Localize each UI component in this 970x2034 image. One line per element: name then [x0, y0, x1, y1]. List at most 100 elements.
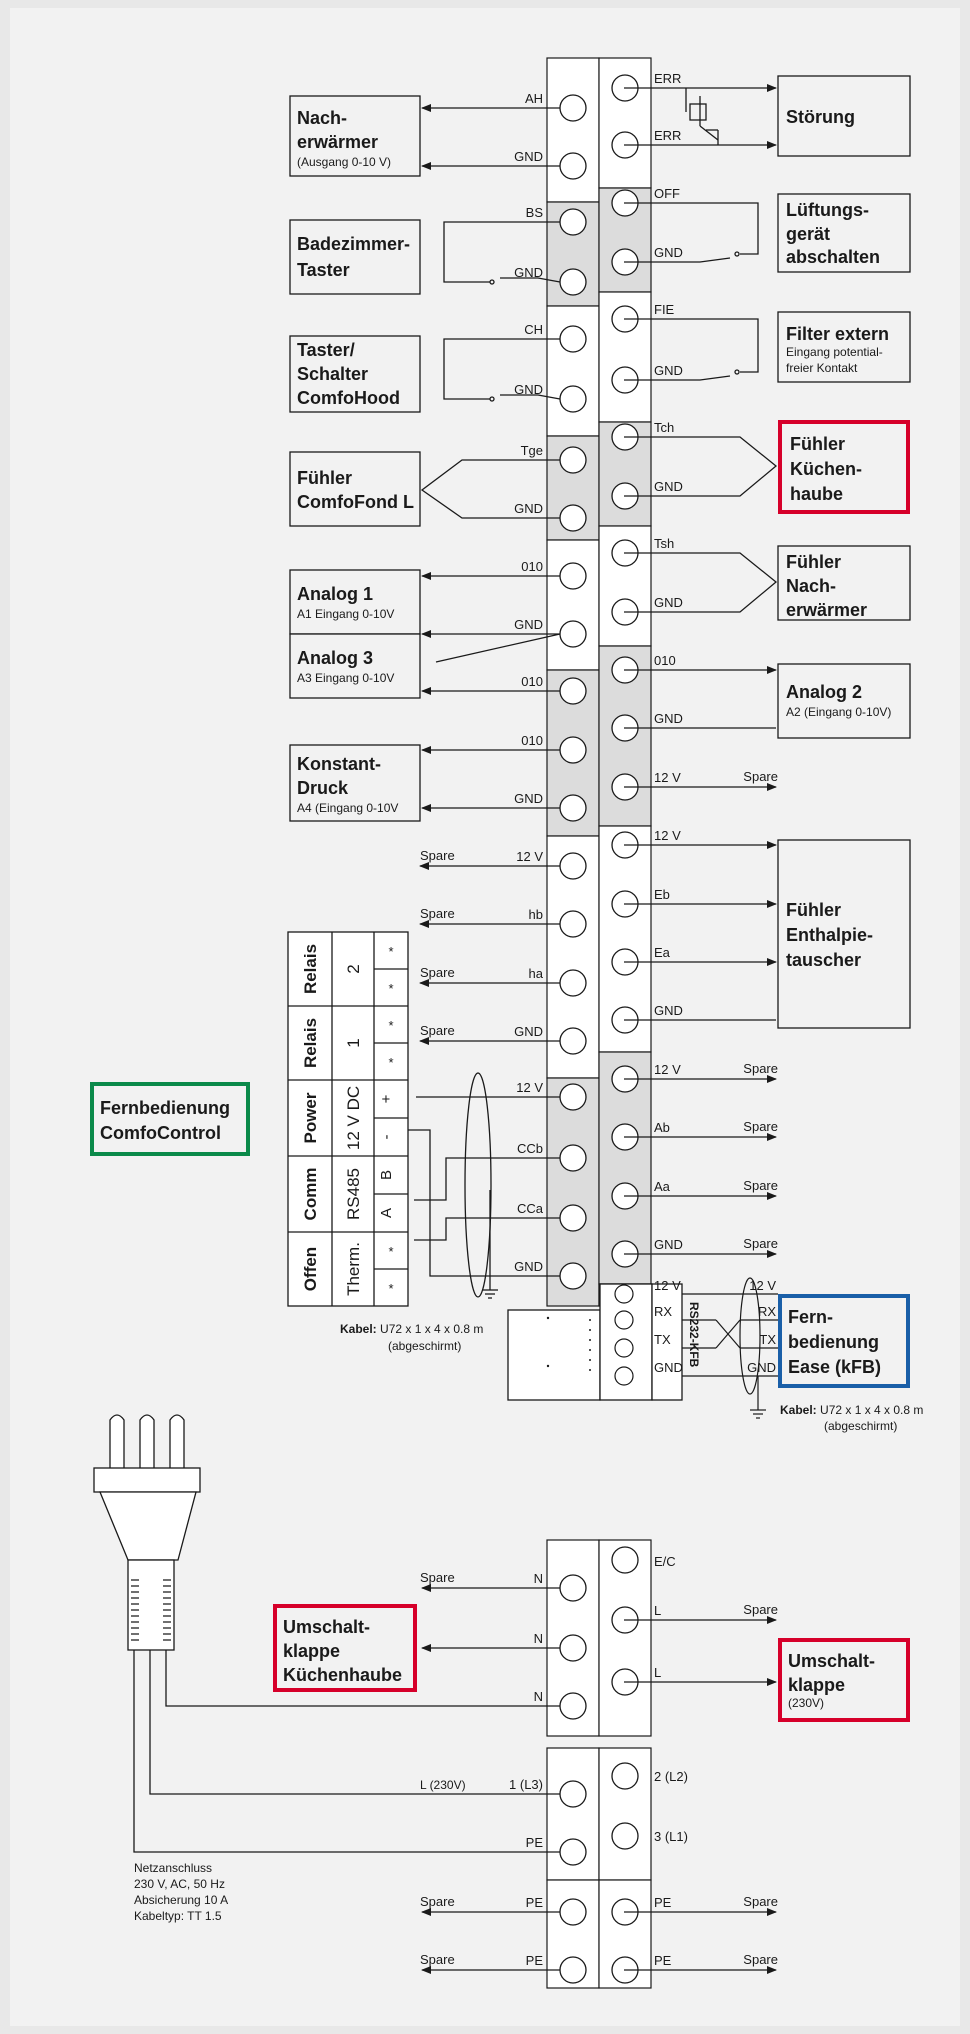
right-pin-label: GND	[654, 363, 683, 378]
left-terminal-screw	[559, 504, 587, 532]
right-pin-label: GND	[654, 479, 683, 494]
filter-title: Filter extern	[786, 324, 889, 344]
fnach-title-2: Nach-	[786, 576, 836, 596]
kfb-connector	[507, 1283, 683, 1401]
table-pin-label: *	[388, 1244, 393, 1259]
supply-left-label: 1 (L3)	[509, 1777, 543, 1792]
kfb-terminal-screw	[614, 1338, 634, 1358]
power-right-spare-label: Spare	[743, 1894, 778, 1909]
table-group-label: Comm	[301, 1168, 320, 1221]
cable-right-text: U72 x 1 x 4 x 0.8 m	[817, 1403, 924, 1417]
mains-plug-icon	[93, 1414, 201, 1651]
konstant-druck-box	[289, 744, 421, 822]
netz-line-2: 230 V, AC, 50 Hz	[134, 1877, 225, 1891]
left-terminal-screw	[559, 268, 587, 296]
kfb-pin-block	[651, 1283, 683, 1401]
enthalpie-title-2: Enthalpie-	[786, 925, 873, 945]
enthalpie-box	[777, 839, 911, 1029]
left-pin-label: 010	[521, 733, 543, 748]
umschalt-left-2: klappe	[283, 1641, 340, 1661]
fuehler-comfofond-box	[289, 451, 421, 527]
kfb-plug-dot	[589, 1329, 591, 1331]
kfb-pin-label: 12 V	[654, 1278, 681, 1293]
kfb-terminal-screw	[614, 1366, 634, 1386]
left-pin-label: 12 V	[516, 1080, 543, 1095]
left-terminal-screw	[559, 1027, 587, 1055]
kfb-pin-label: RX	[654, 1304, 672, 1319]
kfb-terminal-screw	[614, 1310, 634, 1330]
left-terminal-screw	[559, 1204, 587, 1232]
fuehler-fond-title-1: Fühler	[297, 468, 352, 488]
left-pin-label: GND	[514, 382, 543, 397]
kuechenhaube-title-3: haube	[790, 484, 843, 504]
power-wiring	[133, 1584, 777, 1974]
taster-title-1: Taster/	[297, 340, 355, 360]
right-pin-label: 12 V	[654, 770, 681, 785]
ease-title-1: Fern-	[788, 1307, 833, 1327]
stoerung-title: Störung	[786, 107, 855, 127]
left-pin-label: 010	[521, 674, 543, 689]
right-pin-label: GND	[654, 1237, 683, 1252]
left-spare-label: Spare	[420, 965, 455, 980]
kfb-plug-housing	[507, 1309, 601, 1401]
right-pin-label: Ea	[654, 945, 671, 960]
kfb-remote-pin-label: 12 V	[749, 1278, 776, 1293]
kfb-plug-dot	[546, 1316, 550, 1320]
left-pin-label: AH	[525, 91, 543, 106]
left-terminal-screw	[559, 1144, 587, 1172]
fernbedienung-control-box	[90, 1082, 250, 1156]
left-terminal-screw	[559, 1083, 587, 1111]
kfb-pin-label: TX	[654, 1332, 671, 1347]
left-spare-label: Spare	[420, 906, 455, 921]
netz-line-4: Kabeltyp: TT 1.5	[134, 1909, 222, 1923]
power-right-pin-label: E/C	[654, 1554, 676, 1569]
left-pin-label: ha	[529, 966, 544, 981]
fnach-title-1: Fühler	[786, 552, 841, 572]
umschalt-right-1: Umschalt-	[788, 1651, 875, 1671]
kfb-plug-dot	[589, 1319, 591, 1321]
table-pin-label: *	[388, 1281, 393, 1296]
right-pin-label: 010	[654, 653, 676, 668]
right-pin-label: GND	[654, 711, 683, 726]
umschalt-right-box	[778, 1638, 910, 1722]
kfb-plug-dot	[589, 1349, 591, 1351]
table-group-label: Power	[301, 1092, 320, 1143]
supply-right-label: 2 (L2)	[654, 1769, 688, 1784]
power-right-pin-label: L	[654, 1603, 661, 1618]
table-pin-label: *	[388, 944, 393, 959]
connector-table	[287, 931, 409, 1307]
right-pin-label: Tsh	[654, 536, 674, 551]
nacherwaermer-sub: (Ausgang 0-10 V)	[297, 155, 391, 169]
table-pin-label: A	[378, 1208, 395, 1218]
power-left-terminal-screw	[559, 1692, 587, 1720]
left-terminal-screw	[559, 794, 587, 822]
left-pin-label: CCb	[517, 1141, 543, 1156]
left-pin-label: 12 V	[516, 849, 543, 864]
power-left-terminal-screw	[559, 1780, 587, 1808]
netz-line-3: Absicherung 10 A	[134, 1893, 228, 1907]
nacherwaermer-title-2: erwärmer	[297, 132, 378, 152]
left-terminal-screw	[559, 562, 587, 590]
main-terminal-strip	[546, 57, 652, 1307]
analog1-title: Analog 1	[297, 584, 373, 604]
power-left-pin-label: N	[534, 1631, 543, 1646]
strip-left-top	[546, 57, 600, 203]
kfb-plug-dot	[589, 1369, 591, 1371]
power-left-spare-label: Spare	[420, 1570, 455, 1585]
analog1-sub: A1 Eingang 0-10V	[297, 607, 394, 621]
left-pin-label: GND	[514, 791, 543, 806]
taster-comfohood-box	[289, 335, 421, 413]
kfb-remote-pin-label: GND	[747, 1360, 776, 1375]
lueftung-box	[777, 193, 911, 273]
fernbedienung-control-title-2: ComfoControl	[100, 1123, 221, 1143]
left-spare-label: Spare	[420, 848, 455, 863]
analog1-box	[289, 569, 421, 635]
left-pin-label: CH	[524, 322, 543, 337]
table-group-label: Offen	[301, 1247, 320, 1291]
left-terminal-screw	[559, 677, 587, 705]
left-terminal-screw	[559, 325, 587, 353]
taster-title-3: ComfoHood	[297, 388, 400, 408]
left-wiring	[400, 104, 561, 1299]
